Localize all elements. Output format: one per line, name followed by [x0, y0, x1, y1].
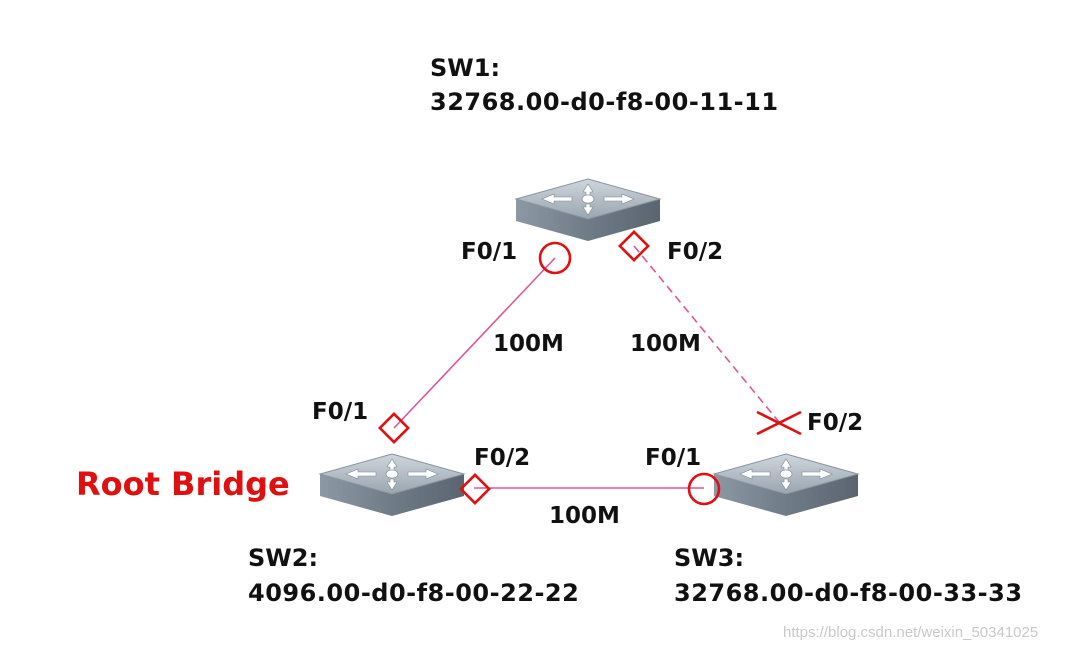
watermark: https://blog.csdn.net/weixin_50341025: [783, 624, 1038, 641]
port-label-sw1-f01: F0/1: [461, 239, 517, 265]
sw3-bridge-id: 32768.00-d0-f8-00-33-33: [674, 579, 1023, 607]
sw1-bridge-id: 32768.00-d0-f8-00-11-11: [430, 88, 779, 116]
link-speed-sw1-sw2: 100M: [493, 331, 564, 357]
sw2-name: SW2:: [248, 544, 318, 572]
switch-icon-sw3: [713, 453, 859, 517]
root-port-marker-sw3-f01: [687, 472, 721, 506]
sw2-bridge-id: 4096.00-d0-f8-00-22-22: [248, 579, 579, 607]
root-bridge-label: Root Bridge: [76, 465, 290, 503]
switch-icon-sw2: [319, 453, 465, 517]
port-label-sw3-f01: F0/1: [645, 445, 701, 471]
link-speed-sw2-sw3: 100M: [549, 503, 620, 529]
sw1-name: SW1:: [430, 54, 500, 82]
link-speed-sw1-sw3: 100M: [630, 331, 701, 357]
blocked-port-marker-sw3-f02: [756, 410, 802, 436]
root-port-marker-sw1-f01: [538, 241, 572, 275]
port-label-sw2-f01: F0/1: [312, 399, 368, 425]
designated-port-marker-sw1-f02: [618, 230, 650, 262]
port-label-sw1-f02: F0/2: [667, 239, 723, 265]
port-label-sw2-f02: F0/2: [474, 445, 530, 471]
link-sw1-sw2: [393, 257, 556, 429]
designated-port-marker-sw2-f01: [378, 412, 410, 444]
designated-port-marker-sw2-f02: [459, 473, 491, 505]
port-label-sw3-f02: F0/2: [807, 410, 863, 436]
switch-icon-sw1: [515, 178, 661, 242]
sw3-name: SW3:: [674, 544, 744, 572]
